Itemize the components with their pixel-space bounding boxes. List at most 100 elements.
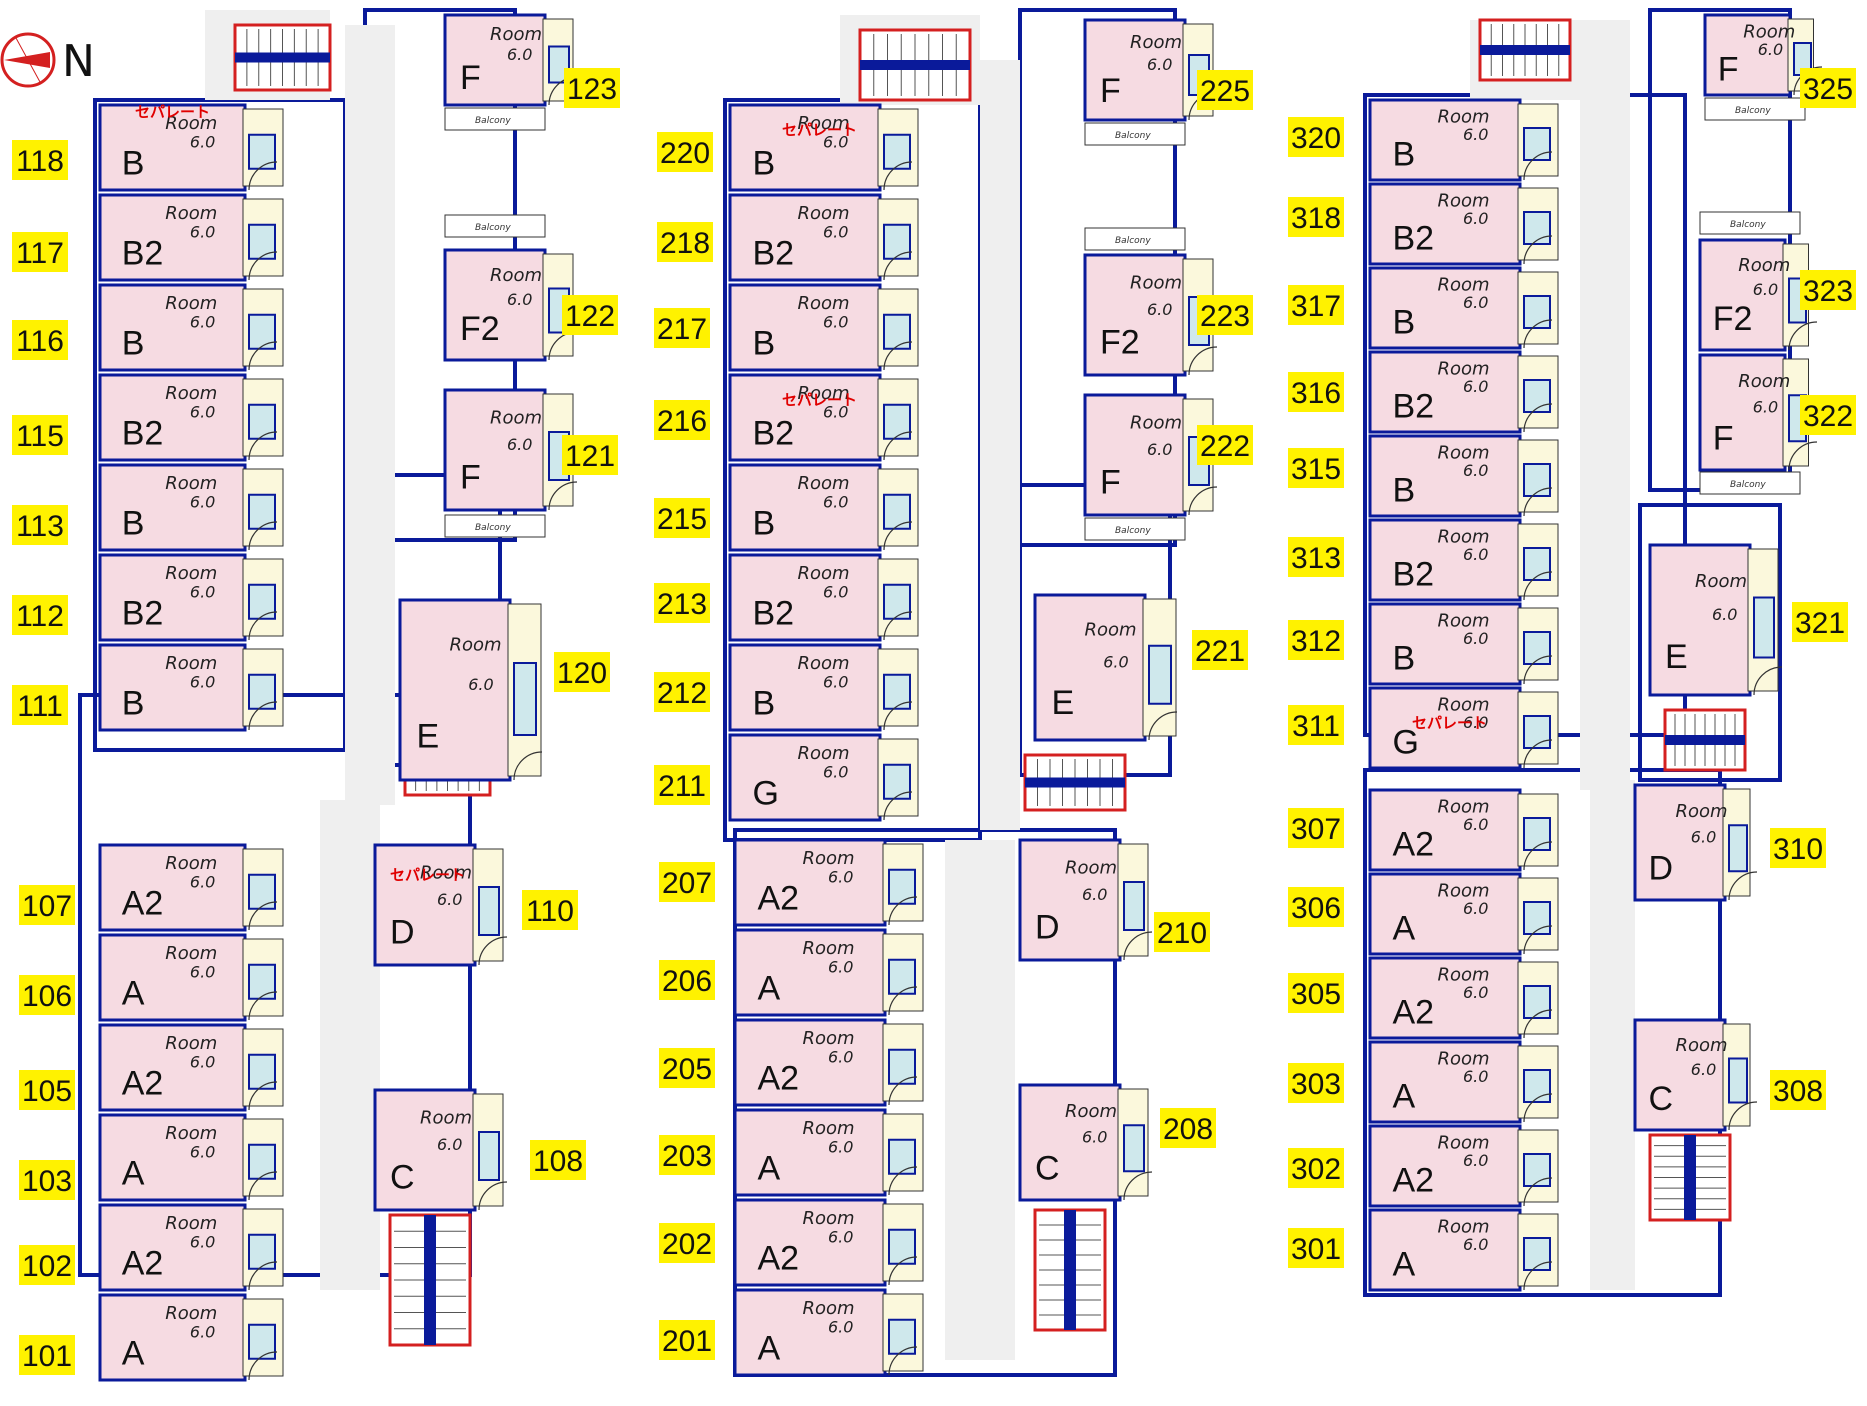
room-word-label: Room <box>798 653 850 674</box>
room-word-label: Room <box>165 1033 217 1054</box>
unit-number-bg <box>657 132 713 172</box>
room-size-label: 6.0 <box>823 223 848 242</box>
unit-number-bg <box>1288 808 1344 848</box>
room-size-label: 6.0 <box>190 1233 215 1252</box>
room-size-label: 6.0 <box>190 403 215 422</box>
door-swing <box>1188 486 1218 516</box>
separate-toilet-note: セパレート <box>135 103 210 121</box>
bathroom-fixture <box>888 868 916 905</box>
room-outline <box>443 13 547 107</box>
unit-number-badge-103: 103 <box>19 1160 75 1200</box>
unit-number-label: 105 <box>22 1075 72 1108</box>
room-outline <box>98 1203 247 1292</box>
unit-number-bg <box>654 583 710 623</box>
balcony-label: Balcony <box>475 116 511 126</box>
room-word-label: Room <box>165 943 217 964</box>
room-word-label: Room <box>1065 858 1117 879</box>
room-size-label: 6.0 <box>1082 1128 1107 1147</box>
building-outline <box>1638 503 1782 782</box>
unit-number-bg <box>654 765 710 805</box>
room-outline <box>728 373 882 462</box>
unit-number-label: 312 <box>1291 625 1341 658</box>
bathroom-fixture <box>248 1143 276 1180</box>
unit-number-badge-212: 212 <box>654 672 710 712</box>
room-word-label: Room <box>1438 526 1490 547</box>
unit-number-label: 301 <box>1291 1233 1341 1266</box>
unit-number-label: 107 <box>22 890 72 923</box>
stairs <box>388 1213 472 1347</box>
unit-number-label: 106 <box>22 980 72 1013</box>
unit-number-bg <box>1192 630 1248 670</box>
room-size-label: 6.0 <box>507 435 532 454</box>
room-type-label: A <box>122 975 145 1013</box>
corridor <box>945 840 1015 1360</box>
unit-number-bg <box>12 320 68 360</box>
separate-toilet-note: セパレート <box>782 391 857 409</box>
room-outline <box>1368 1040 1522 1124</box>
unit-number-badge-213: 213 <box>654 583 710 623</box>
unit-number-label: 206 <box>662 965 712 998</box>
balcony-outline <box>444 514 546 538</box>
unit-number-badge-202: 202 <box>659 1223 715 1263</box>
unit-number-bg <box>1770 828 1826 868</box>
bathroom-fixture <box>248 583 276 620</box>
room-type-label: F <box>1100 463 1121 501</box>
door-swing <box>888 986 918 1016</box>
room-outline <box>98 1023 247 1112</box>
room-word-label: Room <box>165 113 217 134</box>
unit-number-badge-221: 221 <box>1192 630 1248 670</box>
room-type-label: F2 <box>1100 323 1140 361</box>
bathroom-fixture <box>248 673 276 710</box>
door-swing <box>1523 151 1553 181</box>
corridor <box>1580 20 1630 790</box>
room-type-label: A <box>122 1155 145 1193</box>
room-word-label: Room <box>1676 801 1728 822</box>
bathroom-fixture <box>1523 985 1551 1019</box>
room-type-label: F <box>1713 419 1734 457</box>
balcony: Balcony <box>1699 471 1801 495</box>
unit-number-bg <box>530 1140 586 1180</box>
unit-number-bg <box>12 232 68 272</box>
room-size-label: 6.0 <box>828 1318 853 1337</box>
stair-landing <box>1025 777 1125 788</box>
room-size-label: 6.0 <box>190 313 215 332</box>
compass-rose-icon <box>15 37 41 83</box>
bathroom-fixture <box>248 873 276 910</box>
unit-number-label: 102 <box>22 1250 72 1283</box>
room-outline <box>728 193 882 282</box>
unit-number-badge-217: 217 <box>654 308 710 348</box>
room-type-label: A2 <box>1393 1162 1435 1200</box>
unit-number-bg <box>1288 197 1344 237</box>
door-swing <box>248 431 278 461</box>
unit-number-label: 218 <box>660 227 710 260</box>
compass-north-label: N <box>62 36 95 87</box>
unit-number-bg <box>1792 602 1848 642</box>
room-word-label: Room <box>1438 694 1490 715</box>
door-swing <box>1148 711 1178 741</box>
unit-number-label: 117 <box>16 237 64 270</box>
room-word-label: Room <box>1438 442 1490 463</box>
room-outline <box>1368 182 1522 266</box>
unit-number-label: 201 <box>662 1325 712 1358</box>
unit-number-bg <box>19 885 75 925</box>
room-outline <box>98 283 247 372</box>
room-outline <box>443 248 547 362</box>
unit-number-bg <box>1288 1228 1344 1268</box>
bathroom-fixture <box>478 1131 500 1181</box>
stairs <box>1663 708 1747 772</box>
room-outline <box>733 1198 887 1287</box>
unit-number-label: 225 <box>1200 75 1250 108</box>
room-word-label: Room <box>1743 21 1795 42</box>
unit-number-label: 122 <box>565 300 615 333</box>
